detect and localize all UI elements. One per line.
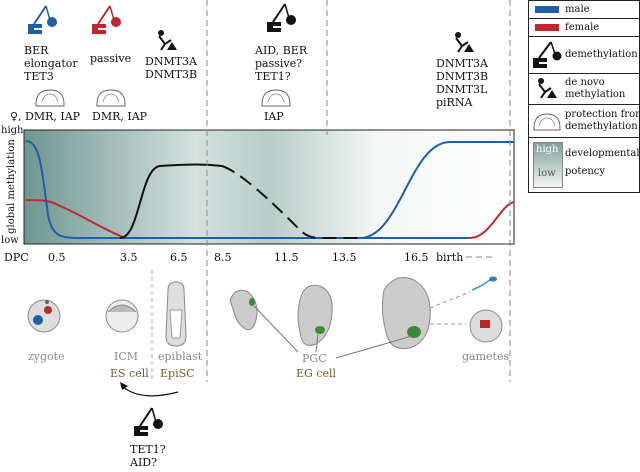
mechanism-label-dnmt3a-2: DNMT3A: [436, 57, 488, 70]
dpc-tick-13-5: 13.5: [332, 251, 357, 264]
male-methylation-curve: [25, 140, 470, 239]
legend-potency-swatch: [533, 142, 563, 188]
mechanism-label-dnmt3l: DNMT3L: [436, 83, 488, 96]
protection-icon-3: [261, 89, 291, 107]
legend-row-potency: high low developmental potency: [529, 138, 640, 190]
sperm-illustration: [471, 276, 497, 291]
legend-label-protection-1: protection from: [565, 109, 640, 120]
legend: male female demethylation de novo methyl…: [528, 0, 640, 193]
dpc-tick-birth: birth: [436, 251, 464, 264]
dpc-label: DPC: [4, 251, 29, 264]
stage-gametes: gametes: [462, 350, 510, 363]
legend-swatch-male: [535, 6, 559, 13]
potency-gradient-panel: [23, 129, 515, 245]
dpc-tick-3-5: 3.5: [120, 251, 138, 264]
legend-row-male: male: [529, 1, 639, 19]
mechanism-label-pirna: piRNA: [436, 96, 473, 109]
mechanism-label-elongator: elongator: [24, 57, 78, 70]
embryo-e11-illustration: [297, 284, 333, 346]
mechanism-label-dnmt3a: DNMT3A: [145, 55, 197, 68]
mechanism-label-bер: BER: [24, 44, 49, 57]
legend-demethylation-icon: [533, 41, 562, 68]
icm-illustration: [105, 299, 139, 333]
mechanism-label-dnmt3b: DNMT3B: [145, 68, 198, 81]
de-novo-methylation-icon-2: [455, 32, 474, 53]
legend-row-demethylation: demethylation: [529, 37, 639, 74]
stage-zygote: zygote: [28, 350, 65, 363]
legend-label-female: female: [565, 22, 600, 33]
protection-icon-1: [35, 89, 65, 107]
embryo-e8-illustration: [229, 289, 258, 331]
mechanism-label-passive: passive: [90, 52, 132, 65]
legend-label-male: male: [565, 4, 590, 15]
stage-episc: EpiSC: [160, 367, 195, 380]
dpc-tick-6-5: 6.5: [170, 251, 188, 264]
legend-row-female: female: [529, 19, 639, 37]
stage-es-cell: ES cell: [110, 367, 149, 380]
pgc-pointer-2: [315, 333, 319, 353]
stage-pgc: PGC: [302, 352, 327, 365]
pgc-pointer-3: [335, 335, 413, 359]
y-axis-low: low: [1, 235, 19, 246]
pgc-pointer-1: [253, 305, 299, 353]
bottom-label-aid: AID?: [130, 456, 158, 469]
bottom-label-tet1: TET1?: [130, 443, 166, 456]
stage-eg-cell: EG cell: [296, 367, 337, 380]
protection-label-3: IAP: [264, 110, 284, 123]
protection-label-1: ♀, DMR, IAP: [10, 110, 81, 123]
mechanism-label-tet3: TET3: [24, 70, 54, 83]
legend-potency-high: high: [536, 144, 559, 155]
es-cell-conversion-arrow: [121, 385, 179, 397]
y-axis-high: high: [1, 125, 24, 136]
legend-de-novo-icon: [538, 78, 557, 99]
demethylation-icon-pgc: [267, 3, 296, 32]
demethylation-icon-female: [92, 5, 121, 34]
dpc-tick-16-5: 16.5: [404, 251, 429, 264]
de-novo-methylation-icon: [158, 30, 177, 51]
legend-protection-icon: [533, 113, 561, 131]
demethylation-icon-male: [28, 5, 57, 34]
epiblast-illustration: [165, 281, 187, 347]
embryo-e13-illustration: [381, 277, 431, 350]
legend-potency-low: low: [538, 168, 556, 179]
male-methylation-curve-rise: [359, 141, 514, 239]
protection-label-2: DMR, IAP: [92, 110, 148, 123]
oocyte-illustration: [469, 309, 503, 343]
legend-label-protection-2: demethylation: [565, 121, 638, 132]
legend-row-protection: protection from demethylation: [529, 105, 640, 138]
embryo-methylation-curve-dashed: [221, 165, 360, 239]
legend-row-denovo: de novo methylation: [529, 74, 639, 105]
legend-label-denovo-2: methylation: [565, 89, 626, 100]
protection-icon-2: [96, 89, 126, 107]
y-axis-label: global methylation: [5, 139, 17, 234]
legend-swatch-female: [535, 24, 559, 31]
mechanism-label-passive-q: passive?: [255, 57, 303, 70]
stage-icm: ICM: [114, 350, 139, 363]
demethylation-icon-bottom: [134, 407, 163, 436]
mechanism-label-aid-ber: AID, BER: [255, 44, 308, 57]
legend-label-potency-1: developmental: [565, 148, 640, 159]
dpc-tick-8-5: 8.5: [214, 251, 232, 264]
dpc-tick-0-5: 0.5: [48, 251, 66, 264]
mechanism-label-tet1: TET1?: [255, 70, 291, 83]
legend-label-potency-2: potency: [565, 166, 606, 177]
legend-label-denovo-1: de novo: [565, 77, 605, 88]
legend-label-demethylation: demethylation: [565, 49, 638, 60]
stage-epiblast: epiblast: [158, 350, 203, 363]
mechanism-label-dnmt3b-2: DNMT3B: [436, 70, 489, 83]
pgc-to-sperm-arrow: [429, 291, 471, 309]
zygote-illustration: [27, 299, 61, 333]
dpc-tick-11-5: 11.5: [274, 251, 299, 264]
embryo-methylation-curve: [119, 163, 223, 239]
